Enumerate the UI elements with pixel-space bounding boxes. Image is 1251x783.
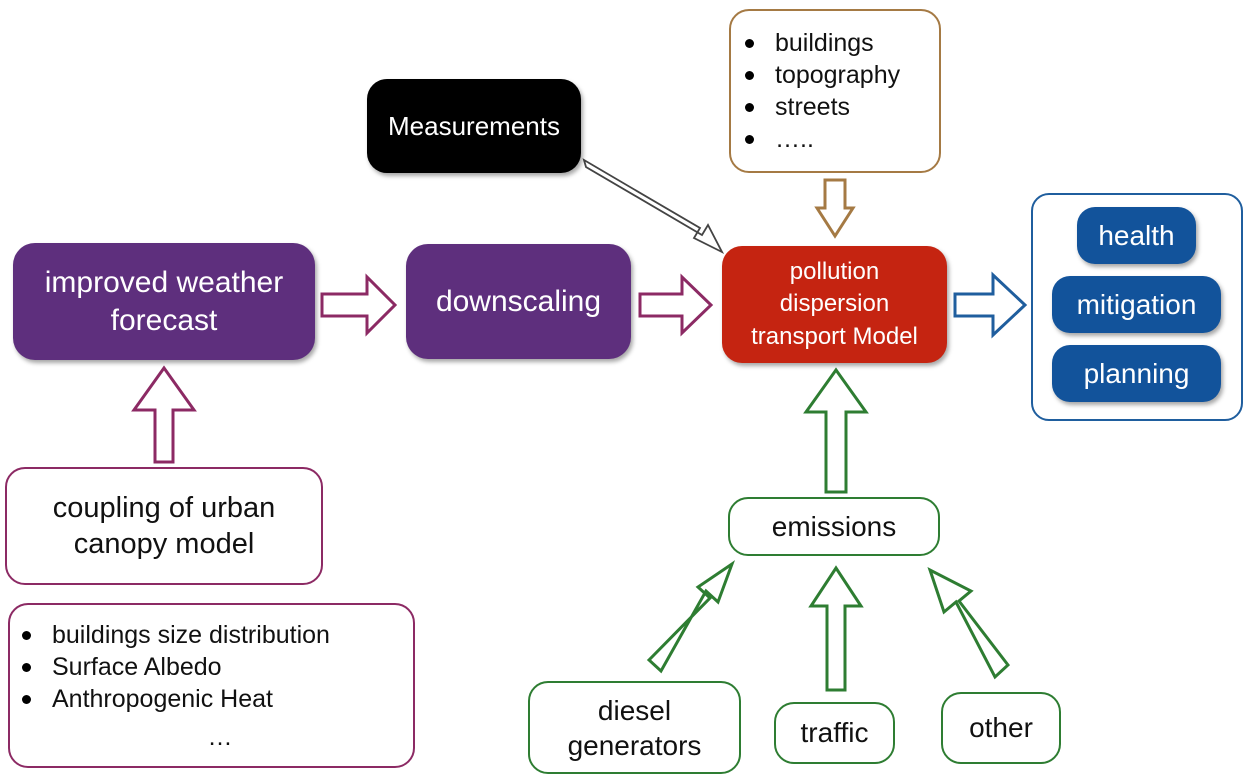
canopy-inputs-box: buildings size distribution Surface Albe… xyxy=(8,603,415,768)
traffic-node: traffic xyxy=(774,702,895,764)
outcome-health: health xyxy=(1077,207,1196,264)
other-node: other xyxy=(941,692,1061,764)
outcome-planning: planning xyxy=(1052,345,1221,402)
downscaling-node: downscaling xyxy=(406,244,631,359)
arrow-geo-to-model xyxy=(814,178,856,239)
weather-forecast-node: improved weather forecast xyxy=(13,243,315,360)
outcome-mitigation: mitigation xyxy=(1052,276,1221,333)
diesel-node: diesel generators xyxy=(528,681,741,774)
other-label: other xyxy=(969,712,1033,743)
traffic-label: traffic xyxy=(800,717,869,748)
arrow-downscaling-to-model xyxy=(638,273,714,337)
measurements-label: Measurements xyxy=(388,110,560,141)
pollution-model-label: pollution dispersion transport Model xyxy=(751,257,918,350)
canopy-inputs-more: … xyxy=(207,723,233,751)
coupling-node: coupling of urban canopy model xyxy=(5,467,323,585)
arrow-measurements-to-model xyxy=(582,158,725,255)
arrow-weather-to-downscaling xyxy=(320,273,398,337)
coupling-label: coupling of urban canopy model xyxy=(52,491,276,560)
weather-forecast-label: improved weather forecast xyxy=(44,266,284,337)
emissions-node: emissions xyxy=(728,497,940,556)
geo-inputs-list: buildings topography streets ….. xyxy=(745,27,900,155)
arrow-traffic-to-emissions xyxy=(808,565,864,692)
arrow-other-to-emissions xyxy=(927,566,1011,680)
list-item: Surface Albedo xyxy=(22,651,413,683)
canopy-inputs-content: buildings size distribution Surface Albe… xyxy=(22,619,413,752)
emissions-label: emissions xyxy=(771,510,897,542)
geo-inputs-box: buildings topography streets ….. xyxy=(729,9,941,173)
list-item: Anthropogenic Heat xyxy=(22,683,413,715)
outcome-label: mitigation xyxy=(1076,288,1197,320)
list-item: buildings size distribution xyxy=(22,619,413,651)
pollution-model-node: pollution dispersion transport Model xyxy=(722,246,947,363)
diesel-label: diesel generators xyxy=(567,694,702,761)
measurements-node: Measurements xyxy=(367,79,581,173)
arrow-emissions-to-model xyxy=(803,367,869,494)
list-item: streets xyxy=(745,91,900,123)
outcome-label: health xyxy=(1098,219,1175,251)
downscaling-label: downscaling xyxy=(435,284,602,318)
outcome-label: planning xyxy=(1083,357,1190,389)
arrow-diesel-to-emissions xyxy=(646,560,736,674)
list-item: topography xyxy=(745,59,900,91)
list-item: buildings xyxy=(745,27,900,59)
arrow-coupling-to-weather xyxy=(131,365,197,464)
arrow-model-to-outcomes xyxy=(953,271,1028,339)
list-item: ….. xyxy=(745,123,900,155)
canopy-inputs-list: buildings size distribution Surface Albe… xyxy=(22,619,413,715)
